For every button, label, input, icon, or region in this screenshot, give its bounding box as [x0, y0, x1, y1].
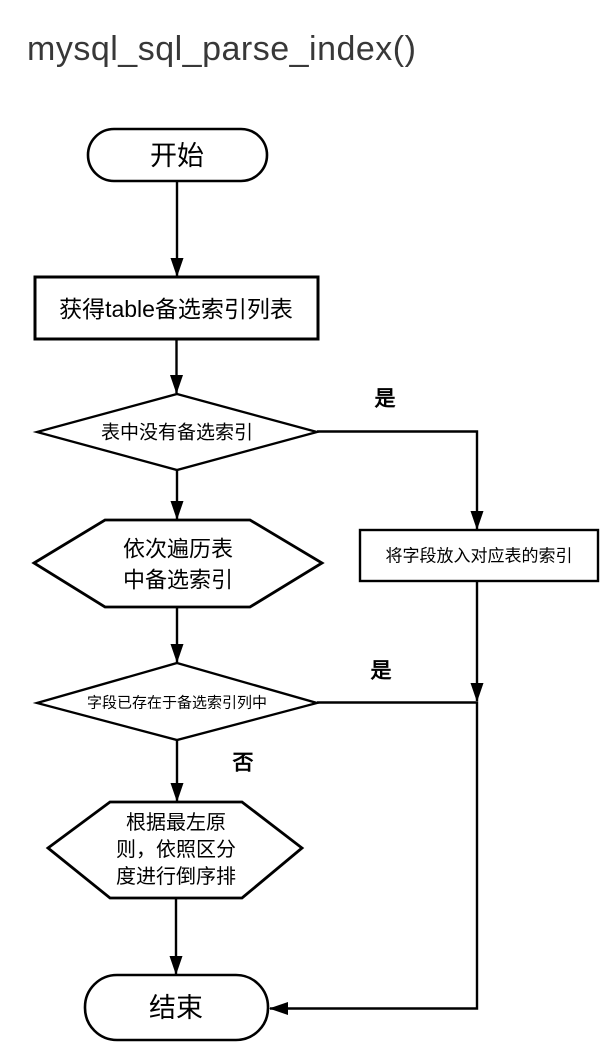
label-check-exists-yes: 是	[371, 660, 392, 683]
fetch-label: 获得table备选索引列表	[59, 296, 293, 322]
check-exists-shape	[32, 661, 322, 742]
sort-label-line2: 则，依照区分	[116, 838, 236, 861]
sort-shape	[45, 800, 305, 900]
label-check-empty-yes: 是	[375, 388, 396, 411]
edge-check-exists-yes-to-end	[269, 701, 479, 1015]
iterate-label-line1: 依次遍历表	[123, 537, 233, 562]
node-check-field-exists: 字段已存在于备选索引列中	[32, 661, 322, 742]
label-check-exists-no: 否	[233, 752, 254, 775]
node-iterate-indexes: 依次遍历表 中备选索引	[31, 518, 325, 609]
start-label: 开始	[150, 141, 204, 171]
sort-label-line1: 根据最左原	[126, 811, 226, 834]
edge-check-empty-yes-to-assign	[317, 430, 484, 530]
flow-edges	[169, 181, 484, 1015]
sort-label-line3: 度进行倒序排	[116, 865, 236, 888]
end-shape	[83, 973, 270, 1042]
node-check-no-candidate-index: 表中没有备选索引	[32, 392, 322, 472]
node-put-field-into-index: 将字段放入对应表的索引	[358, 528, 600, 583]
edge-labels: 是 是 否	[233, 388, 396, 775]
check-empty-label: 表中没有备选索引	[101, 422, 253, 444]
iterate-label-line2: 中备选索引	[123, 568, 233, 593]
page-title: mysql_sql_parse_index()	[27, 30, 417, 68]
check-exists-label: 字段已存在于备选索引列中	[87, 695, 267, 712]
start-shape	[86, 127, 269, 183]
node-fetch-index-list: 获得table备选索引列表	[33, 275, 320, 341]
end-label: 结束	[149, 993, 203, 1023]
node-end: 结束	[83, 973, 270, 1042]
node-leftmost-sort: 根据最左原 则，依照区分 度进行倒序排	[45, 800, 305, 900]
check-empty-shape	[32, 392, 322, 472]
fetch-shape	[33, 275, 320, 341]
assign-label: 将字段放入对应表的索引	[386, 547, 573, 566]
node-start: 开始	[86, 127, 269, 183]
assign-shape	[358, 528, 600, 583]
iterate-shape	[31, 518, 325, 609]
